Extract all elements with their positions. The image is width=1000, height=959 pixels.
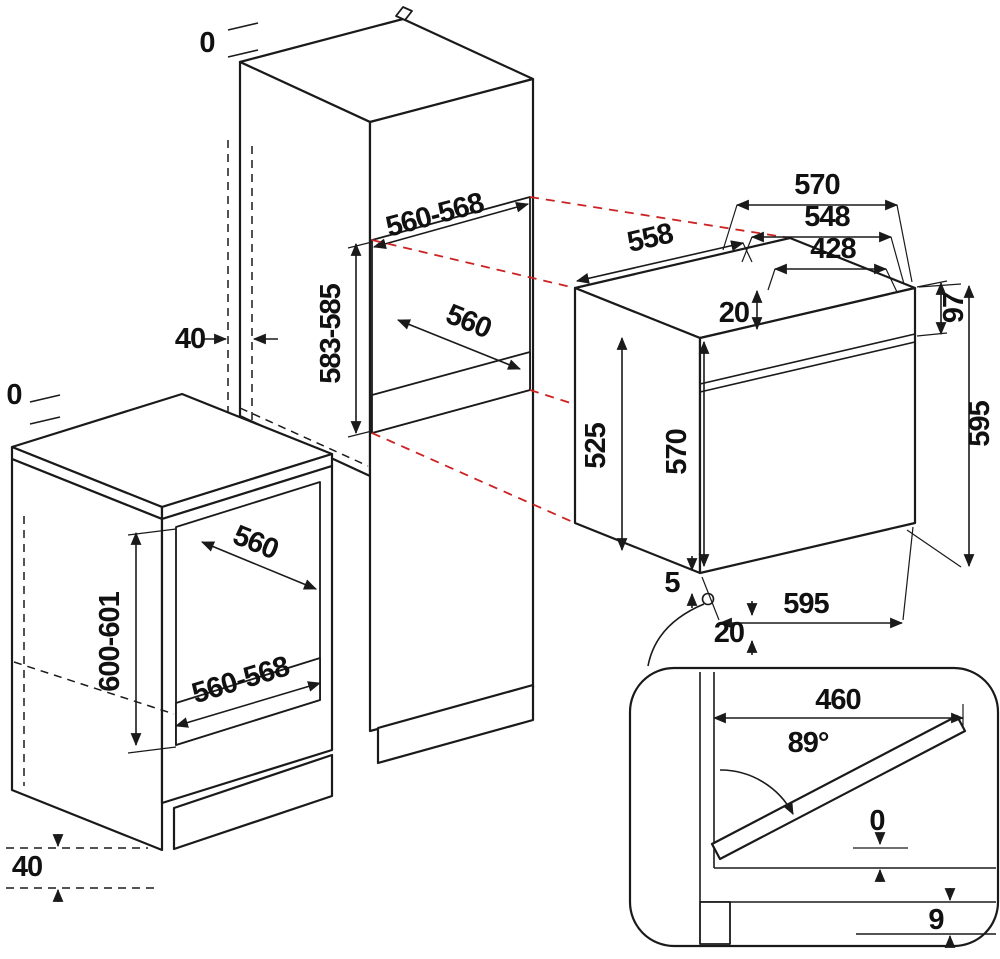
- tall-niche-height-label: 583-585: [315, 283, 347, 383]
- oven-panel-height-label: 97: [938, 293, 970, 323]
- dim-oven-depth-body: 548: [741, 201, 905, 285]
- dim-oven-panel-height: 97: [916, 280, 970, 337]
- base-plinth-label: 40: [12, 851, 42, 883]
- dim-base-niche-height: 600-601: [94, 528, 177, 754]
- dim-door-flush: 0: [853, 805, 908, 882]
- dim-door-depth: 460: [712, 684, 965, 728]
- oven-depth-total-label: 570: [794, 169, 839, 201]
- oven-door-top-line: [699, 341, 916, 393]
- door-flush-label: 0: [869, 805, 884, 837]
- dim-tall-niche-height: 583-585: [315, 241, 373, 438]
- dim-base-plinth: 40: [6, 834, 160, 902]
- oven-width-label: 595: [783, 588, 829, 620]
- base-cabinet-drawing: 0 560 600-601 560-568 40: [6, 379, 334, 902]
- oven-front-face: [698, 286, 917, 575]
- oven-control-panel-line: [699, 333, 916, 385]
- door-angle-label: 89°: [788, 727, 829, 759]
- dim-oven-top-inset: 20: [719, 289, 763, 331]
- oven-dimensions: 570 548 428 558 20: [575, 169, 996, 667]
- door-detail-view: 89° 460 0 9: [628, 666, 1000, 948]
- oven-bottom-gap-label: 5: [664, 567, 680, 599]
- dim-oven-depth-rear: 428: [767, 233, 898, 293]
- base-top-gap-label: 0: [6, 379, 21, 411]
- tall-cabinet-top-tab: [395, 6, 413, 21]
- base-cabinet-plinth: [172, 753, 334, 851]
- dim-oven-width: 595: [701, 526, 914, 629]
- dim-base-top-gap: 0: [6, 379, 61, 425]
- dim-oven-side-height: 525: [580, 336, 628, 552]
- oven-front-height-label: 570: [661, 429, 693, 474]
- oven-drawing: [573, 236, 917, 575]
- dim-oven-front-height: 570: [661, 340, 710, 568]
- door-angle-arc: [719, 769, 794, 815]
- dim-oven-height: 595: [906, 283, 996, 568]
- oven-height-label: 595: [964, 400, 996, 446]
- tall-cabinet-plinth: [376, 683, 535, 765]
- oven-top-inset-label: 20: [719, 297, 749, 329]
- door-depth-label: 460: [815, 684, 860, 716]
- base-niche-height-label: 600-601: [94, 591, 126, 691]
- oven-side-height-label: 525: [580, 422, 612, 468]
- detail-section-block: [699, 901, 731, 945]
- oven-depth-body-label: 548: [804, 201, 850, 233]
- dim-tall-side-gap: 40: [175, 323, 278, 355]
- floor-gap-label: 9: [928, 904, 944, 936]
- detail-leader-line: [647, 603, 705, 667]
- dim-oven-bottom-inset: 20: [714, 601, 758, 655]
- tall-top-gap-label: 0: [199, 27, 214, 59]
- dim-tall-top-gap: 0: [199, 22, 259, 59]
- tall-niche-floor: [371, 351, 531, 434]
- dim-oven-depth-total: 570: [722, 169, 913, 283]
- oven-width-rear-label: 558: [624, 217, 676, 259]
- dim-floor-gap: 9: [928, 888, 956, 948]
- oven-door-open: [710, 714, 967, 861]
- tall-cabinet-drawing: 0 40 560-568 583-585 560: [175, 6, 535, 765]
- tall-cabinet-left-face: [238, 60, 372, 478]
- dim-oven-bottom-gap: 5: [664, 556, 698, 608]
- oven-depth-rear-label: 428: [810, 233, 856, 265]
- tall-side-gap-label: 40: [175, 323, 205, 355]
- base-cabinet-left-face: [10, 457, 164, 852]
- oven-bottom-inset-label: 20: [714, 617, 744, 649]
